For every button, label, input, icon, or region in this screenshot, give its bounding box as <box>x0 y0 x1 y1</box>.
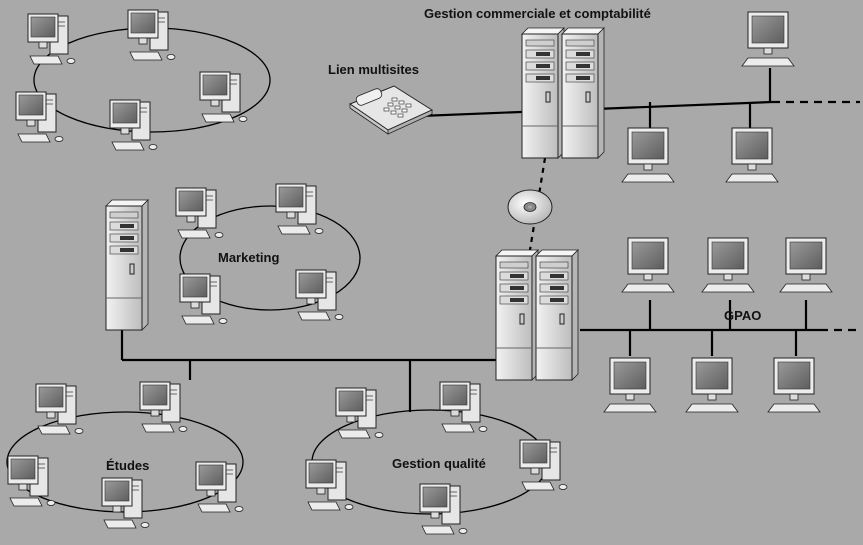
workstation <box>419 483 468 535</box>
terminal <box>725 127 779 183</box>
workstation <box>27 13 76 65</box>
workstation <box>439 381 488 433</box>
terminals-gpao <box>603 237 833 413</box>
workstation <box>305 459 354 511</box>
label-gestion-qualite: Gestion qualité <box>392 456 486 471</box>
workstation <box>195 461 244 513</box>
terminal <box>621 237 675 293</box>
server-central <box>495 249 579 381</box>
cd-disc-icon <box>507 189 553 225</box>
workstation <box>519 439 568 491</box>
terminal <box>779 237 833 293</box>
label-gpao: GPAO <box>724 308 761 323</box>
terminal <box>741 11 795 67</box>
workstation <box>101 477 150 529</box>
workstation <box>7 455 56 507</box>
server-marketing <box>105 199 149 331</box>
workstation <box>35 383 84 435</box>
terminal <box>621 127 675 183</box>
workstation <box>179 273 228 325</box>
terminal <box>767 357 821 413</box>
workstation <box>109 99 158 151</box>
ring-etudes <box>7 381 244 529</box>
workstation <box>15 91 64 143</box>
label-marketing: Marketing <box>218 250 279 265</box>
terminal <box>701 237 755 293</box>
ring-top-left <box>15 9 248 151</box>
label-etudes: Études <box>106 458 149 473</box>
label-lien-multisites: Lien multisites <box>328 62 419 77</box>
workstation <box>335 387 384 439</box>
workstation <box>139 381 188 433</box>
telephone-icon <box>348 85 434 135</box>
workstation <box>127 9 176 61</box>
workstation <box>295 269 344 321</box>
server-gestion <box>521 27 605 159</box>
network-links <box>6 27 860 515</box>
terminal <box>603 357 657 413</box>
workstation <box>175 187 224 239</box>
label-gestion: Gestion commerciale et comptabilité <box>424 6 651 21</box>
terminals-top-right <box>621 11 795 183</box>
terminal <box>685 357 739 413</box>
workstation <box>275 183 324 235</box>
